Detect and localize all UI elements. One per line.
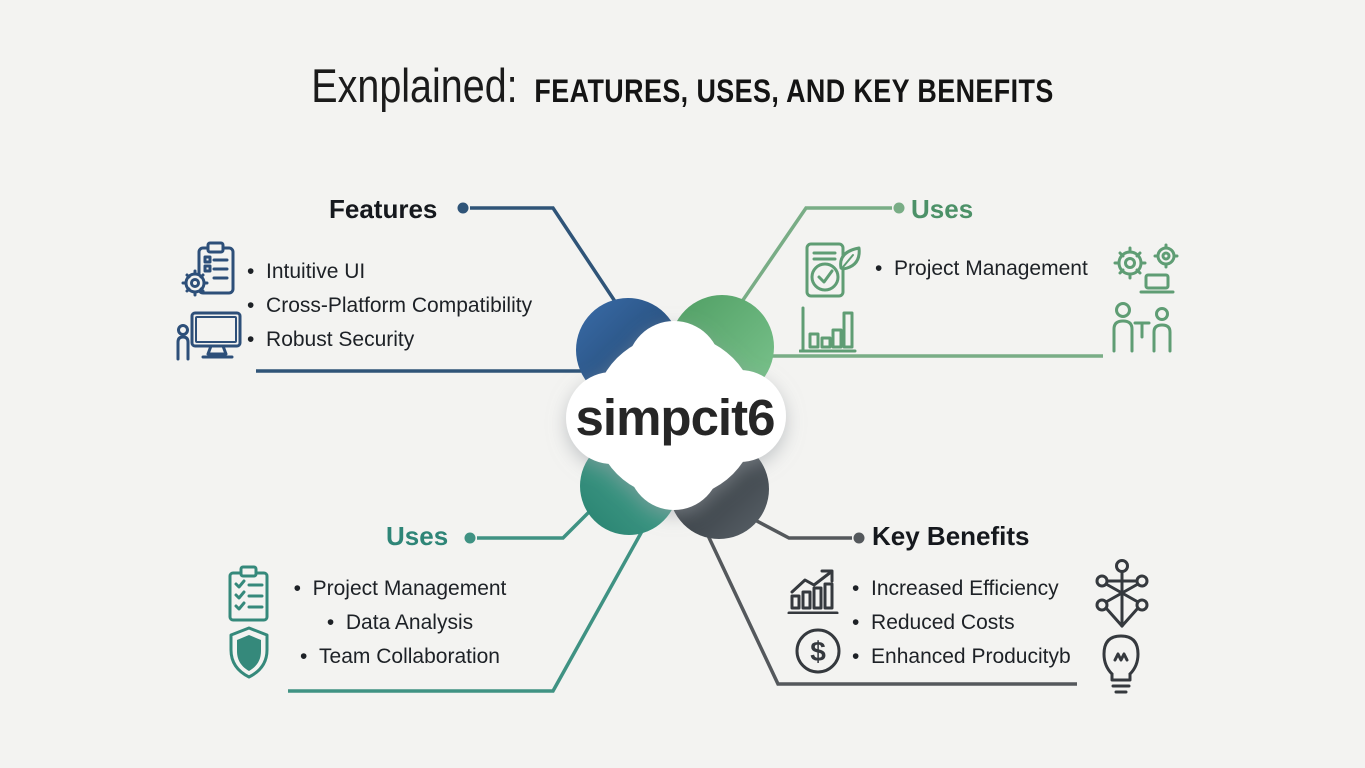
key-benefits-item: Increased Efficiency	[852, 572, 1071, 606]
bar-chart-icon	[799, 306, 857, 356]
uses-top-title: Uses	[911, 194, 974, 224]
network-icon	[1092, 558, 1152, 630]
features-item: Intuitive UI	[247, 255, 532, 289]
clipboard-gear-icon	[181, 241, 239, 301]
features-item: Robust Security	[247, 323, 532, 357]
features-connector	[256, 206, 628, 373]
key-benefits-list: Increased Efficiency Reduced Costs Enhan…	[852, 572, 1071, 674]
uses-top-list: Project Management	[875, 252, 1088, 286]
checklist-icon	[226, 565, 272, 623]
team-sync-icon	[1110, 301, 1174, 353]
logo-wordmark: simpcit6	[575, 389, 776, 446]
key-benefits-item: Enhanced Producityb	[852, 640, 1071, 674]
uses-bottom-item: Data Analysis	[280, 606, 520, 640]
shield-icon	[227, 626, 271, 680]
features-list: Intuitive UI Cross-Platform Compatibilit…	[247, 255, 532, 357]
uses-bottom-connector-dot	[464, 532, 476, 544]
uses-bottom-list: Project Management Data Analysis Team Co…	[280, 572, 520, 674]
features-item: Cross-Platform Compatibility	[247, 289, 532, 323]
svg-text:$: $	[810, 636, 826, 667]
page-title-script: Exnplained:	[311, 59, 518, 112]
page-title: Exnplained: FEATURES, USES, AND KEY BENE…	[109, 58, 1256, 113]
document-check-icon	[801, 240, 863, 304]
gears-device-icon	[1110, 243, 1180, 297]
uses-bottom-item: Team Collaboration	[280, 640, 520, 674]
growth-chart-icon	[787, 568, 839, 614]
center-graphic	[480, 260, 880, 590]
features-connector-dot	[457, 202, 469, 214]
key-benefits-title: Key Benefits	[872, 521, 1030, 551]
uses-bottom-title: Uses	[386, 521, 449, 551]
user-monitor-icon	[176, 309, 244, 363]
benefits-connector	[702, 517, 1077, 686]
lightbulb-icon	[1098, 630, 1144, 700]
benefits-connector-dot	[853, 532, 865, 544]
uses-top-connector-dot	[893, 202, 905, 214]
uses-top-connector	[728, 206, 1103, 358]
key-benefits-item: Reduced Costs	[852, 606, 1071, 640]
dollar-icon: $	[794, 627, 842, 675]
cloud-shape	[566, 321, 786, 510]
uses-top-item: Project Management	[875, 252, 1088, 286]
uses-bottom-item: Project Management	[280, 572, 520, 606]
features-title: Features	[329, 194, 438, 224]
cloud-logo-graphic	[566, 295, 786, 539]
page-title-caps: FEATURES, USES, AND KEY BENEFITS	[534, 73, 1054, 109]
